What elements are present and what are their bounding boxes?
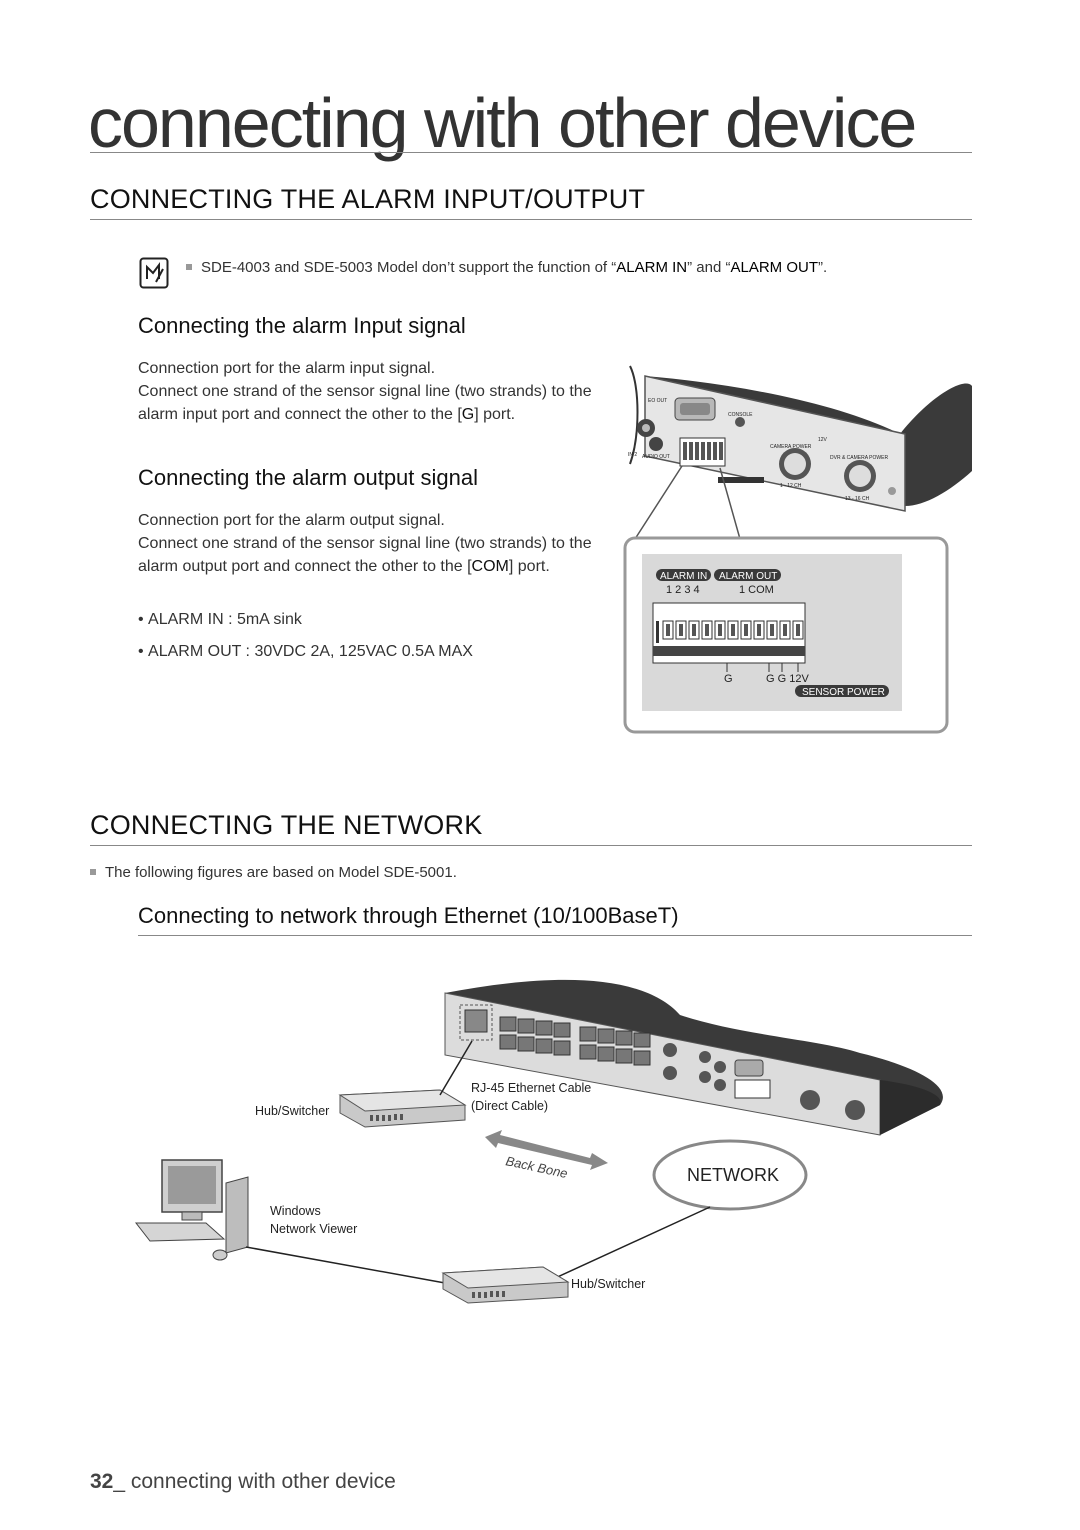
network-model-note: The following figures are based on Model… [90, 864, 457, 881]
network-cloud [652, 1139, 808, 1211]
alarm-heading-rule [90, 219, 972, 220]
console-port-icon [735, 417, 745, 427]
alarm-input-line2: Connect one strand of the sensor signal … [138, 380, 608, 426]
alarm-out-badge [714, 569, 781, 581]
terminal-slots [653, 620, 805, 656]
ethernet-subheading-rule [138, 935, 972, 936]
note-bullet-icon [90, 869, 96, 875]
network-heading-rule [90, 845, 972, 846]
alarm-in-badge [656, 569, 711, 581]
title-rule [90, 152, 972, 153]
ethernet-cable-line [439, 1040, 473, 1096]
g-pin-label: G [724, 673, 733, 685]
alarm-input-line1: Connection port for the alarm input sign… [138, 360, 436, 377]
alarm-section-heading: CONNECTING THE ALARM INPUT/OUTPUT [90, 184, 646, 214]
network-note-text: The following figures are based on Model… [105, 864, 457, 881]
alarm-terminal-figure: CONSOLE EO OUT IN 2 AUDIO OUT CAMERA POW… [623, 365, 972, 734]
network-cable-line [539, 1206, 711, 1286]
video-input-ports [499, 1016, 651, 1066]
cable-label-line1: RJ-45 Ethernet Cable [471, 1081, 591, 1095]
backbone-arrow-icon [485, 1130, 608, 1170]
footer-text: _ connecting with other device [113, 1470, 396, 1493]
note-text-b: ” and “ [687, 259, 731, 276]
alarm-input-line2-b: ] port. [474, 406, 516, 423]
alarm-model-note: SDE-4003 and SDE-5003 Model don’t suppor… [186, 259, 827, 276]
note-alarm-in: ALARM IN [616, 259, 688, 276]
page-title: connecting with other device [88, 84, 917, 162]
note-alarm-out: ALARM OUT [730, 259, 818, 276]
page-number: 32 [90, 1470, 114, 1493]
ethernet-subheading: Connecting to network through Ethernet (… [138, 903, 679, 928]
panel-video-out-label: EO OUT [648, 398, 667, 404]
note-text-a: SDE-4003 and SDE-5003 Model don’t suppor… [201, 259, 617, 276]
alarm-output-line2-b: ] port. [508, 558, 550, 575]
note-text-c: ”. [818, 259, 828, 276]
alarm-output-line2-a: Connect one strand of the sensor signal … [138, 535, 592, 575]
memo-icon [139, 257, 169, 289]
hub-switcher-left-label: Hub/Switcher [255, 1104, 329, 1118]
panel-camera-power-label: CAMERA POWER [770, 444, 812, 450]
alarm-output-body: Connection port for the alarm output sig… [138, 509, 603, 578]
panel-ch-1-12-label: 1 - 12 CH [780, 483, 802, 489]
hub-switcher-bottom-label: Hub/Switcher [571, 1277, 645, 1291]
alarm-out-badge-label: ALARM OUT [719, 571, 777, 582]
g-g-12v-label: G G 12V [766, 673, 809, 685]
network-port-icon [464, 1009, 488, 1033]
cable-label-line2: (Direct Cable) [471, 1099, 548, 1113]
alarm-output-line1: Connection port for the alarm output sig… [138, 512, 445, 529]
alarm-input-body: Connection port for the alarm input sign… [138, 357, 608, 426]
alarm-input-heading: Connecting the alarm Input signal [138, 313, 466, 338]
panel-in2-label: IN 2 [628, 452, 637, 458]
panel-audio-out-label: AUDIO OUT [642, 454, 670, 460]
panel-12v-label: 12V [818, 437, 828, 443]
windows-label-line1: Windows [270, 1204, 321, 1218]
alarm-output-key: COM [471, 558, 509, 575]
panel-console-label: CONSOLE [728, 412, 753, 418]
spec-bullet-alarm-in: • ALARM IN : 5mA sink [138, 611, 302, 628]
page-footer: 32_ connecting with other device [90, 1470, 396, 1494]
network-label: NETWORK [687, 1165, 779, 1185]
spec-bullet-alarm-out: • ALARM OUT : 30VDC 2A, 125VAC 0.5A MAX [138, 643, 473, 660]
alarm-in-pins-label: 1 2 3 4 [666, 584, 700, 596]
panel-dvr-power-label: DVR & CAMERA POWER [830, 455, 888, 461]
note-bullet-icon [186, 264, 192, 270]
windows-label-line2: Network Viewer [270, 1222, 357, 1236]
network-section-heading: CONNECTING THE NETWORK [90, 810, 483, 840]
alarm-output-heading: Connecting the alarm output signal [138, 465, 478, 490]
network-diagram: Hub/Switcher RJ-45 Ethernet Cable (Direc… [134, 979, 943, 1304]
dvr-body-shape [645, 376, 972, 506]
alarm-output-line2: Connect one strand of the sensor signal … [138, 532, 603, 578]
spec-alarm-out: ALARM OUT : 30VDC 2A, 125VAC 0.5A MAX [148, 643, 473, 660]
alarm-input-line2-a: Connect one strand of the sensor signal … [138, 383, 592, 423]
sensor-power-badge [795, 685, 889, 697]
panel-ch-13-16-label: 13 - 16 CH [845, 496, 870, 502]
sensor-power-label: SENSOR POWER [802, 687, 885, 698]
spec-alarm-in: ALARM IN : 5mA sink [148, 611, 302, 628]
alarm-input-key: G [461, 406, 475, 423]
pc-cable-line [245, 1246, 446, 1284]
windows-pc-icon [134, 1159, 249, 1261]
back-bone-label: Back Bone [504, 1153, 569, 1181]
alarm-out-pins-label: 1 COM [739, 584, 774, 596]
alarm-in-badge-label: ALARM IN [660, 571, 707, 582]
